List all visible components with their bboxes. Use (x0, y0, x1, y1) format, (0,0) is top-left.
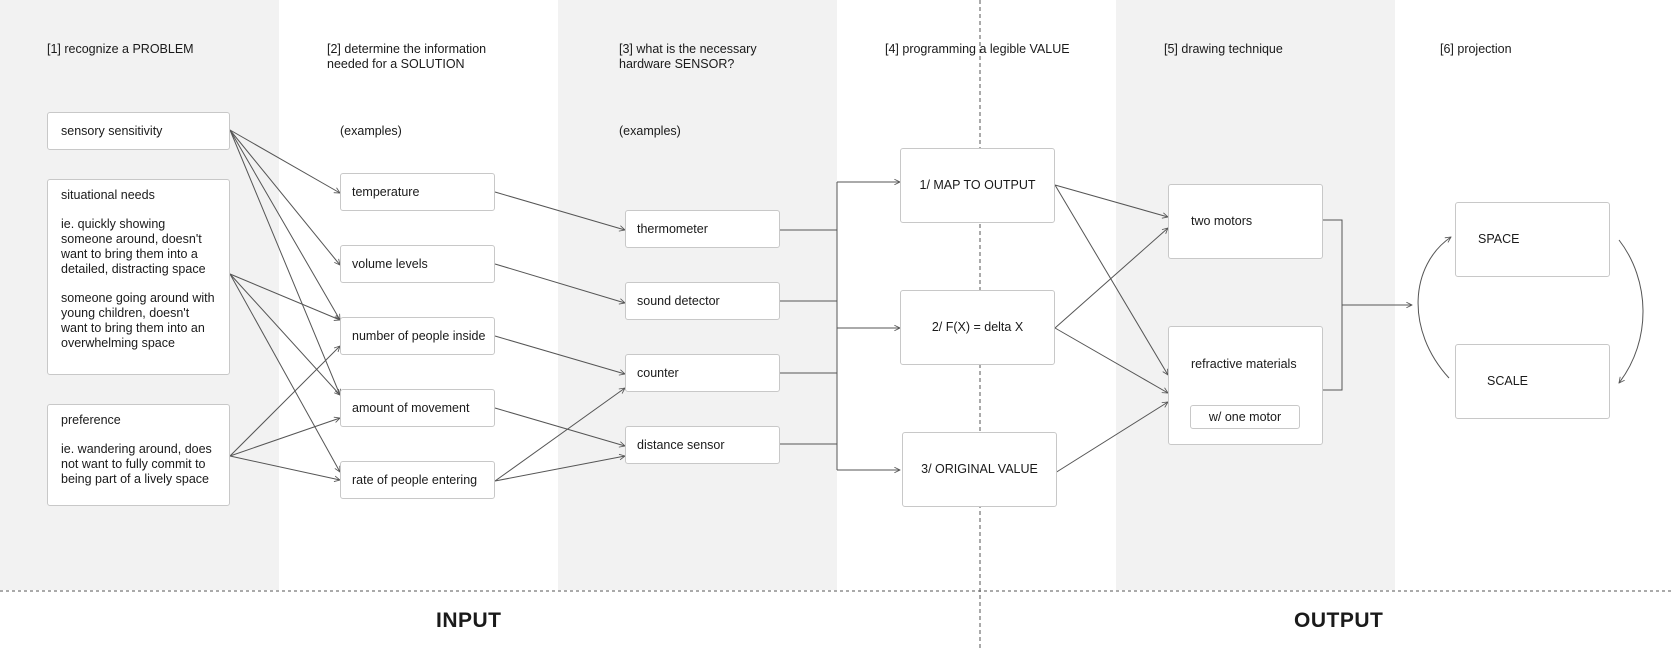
column-header-projection: [6] projection (1440, 42, 1512, 56)
value-box-map-to-output: 1/ MAP TO OUTPUT (900, 148, 1055, 223)
technique-label: two motors (1191, 214, 1253, 228)
projection-label: SPACE (1478, 232, 1520, 246)
examples-note-sensor: (examples) (619, 124, 681, 138)
sensor-box-sound-detector: sound detector (625, 282, 780, 320)
output-label: OUTPUT (1294, 609, 1384, 632)
problem-box-preference: preference ie. wandering around, does no… (47, 404, 230, 506)
value-box-original-value: 3/ ORIGINAL VALUE (902, 432, 1057, 507)
column-band-2 (279, 0, 558, 590)
problem-title: situational needs (61, 188, 155, 202)
problem-description: ie. wandering around, does not want to f… (61, 442, 212, 486)
problem-box-sensory-sensitivity: sensory sensitivity (47, 112, 230, 150)
column-header-value: [4] programming a legible VALUE (885, 42, 1070, 56)
problem-title: sensory sensitivity (61, 123, 163, 138)
sensor-box-counter: counter (625, 354, 780, 392)
info-box-rate-of-people-entering: rate of people entering (340, 461, 495, 499)
projection-label: SCALE (1487, 374, 1528, 388)
problem-description: someone going around with young children… (61, 291, 215, 350)
value-box-f-of-x: 2/ F(X) = delta X (900, 290, 1055, 365)
examples-note-information: (examples) (340, 124, 402, 138)
column-header-sensor: [3] what is the necessary hardware SENSO… (619, 42, 757, 71)
column-header-information: [2] determine the information needed for… (327, 42, 487, 71)
problem-title: preference (61, 413, 121, 427)
technique-label: refractive materials (1191, 357, 1297, 371)
column-header-drawing: [5] drawing technique (1164, 42, 1283, 56)
technique-box-refractive-materials: refractive materials w/ one motor (1168, 326, 1323, 445)
column-header-problem: [1] recognize a PROBLEM (47, 42, 194, 56)
info-box-number-of-people: number of people inside (340, 317, 495, 355)
info-box-volume-levels: volume levels (340, 245, 495, 283)
projection-box-space: SPACE (1455, 202, 1610, 277)
info-box-temperature: temperature (340, 173, 495, 211)
column-band-6 (1395, 0, 1674, 590)
input-label: INPUT (436, 609, 502, 632)
problem-box-situational-needs: situational needs ie. quickly showing so… (47, 179, 230, 375)
sensor-box-thermometer: thermometer (625, 210, 780, 248)
technique-box-two-motors: two motors (1168, 184, 1323, 259)
info-box-amount-of-movement: amount of movement (340, 389, 495, 427)
problem-description: ie. quickly showing someone around, does… (61, 217, 206, 276)
projection-box-scale: SCALE (1455, 344, 1610, 419)
sensor-box-distance-sensor: distance sensor (625, 426, 780, 464)
column-band-5 (1116, 0, 1395, 590)
technique-tag-one-motor: w/ one motor (1190, 405, 1300, 429)
